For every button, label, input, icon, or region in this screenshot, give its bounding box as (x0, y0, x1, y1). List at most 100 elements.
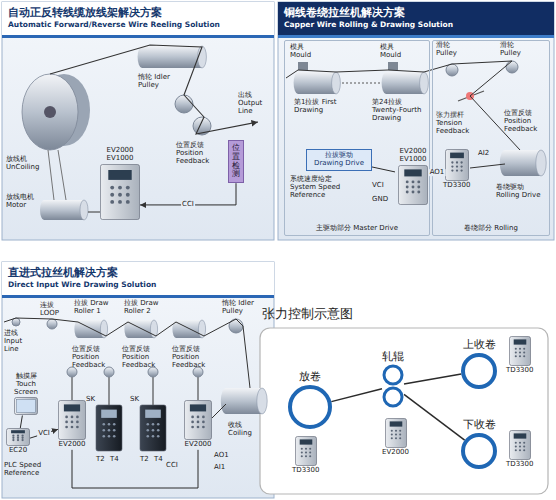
cylinder-end (74, 320, 81, 338)
solution-panel: 自动正反转线缆放线架解决方案Automatic Forward/Reverse … (2, 2, 274, 240)
part-label: 滑轮 Pulley (436, 42, 466, 58)
drive-key (523, 445, 525, 447)
drive-display (450, 153, 464, 159)
drive-key (406, 185, 409, 188)
drive-key (108, 423, 111, 426)
drive-housing (385, 419, 406, 448)
drive-key (519, 449, 521, 451)
drive-housing (295, 437, 316, 466)
drive-housing (15, 398, 38, 415)
drive-unit: EV2000 (382, 418, 409, 458)
drive-key (460, 161, 462, 163)
drive-key (309, 451, 311, 453)
drive-key (514, 351, 516, 353)
part-label: 模具 Mould (380, 44, 408, 60)
part-label: 进线 Input Line (4, 330, 32, 353)
cylinder-end (294, 72, 303, 94)
drive-unit: TD3300 (506, 430, 533, 470)
drive-key (202, 416, 205, 419)
drive-key (519, 355, 521, 357)
node-text: EV2000 (58, 441, 85, 449)
node-text: 上收卷 (463, 338, 496, 352)
drive-key (152, 423, 155, 426)
drive-key (523, 355, 525, 357)
panel-ground (2, 262, 274, 498)
drive-key (514, 445, 516, 447)
drive-key (523, 351, 525, 353)
drive-housing (399, 165, 428, 204)
node-text: EV2000 (382, 449, 409, 457)
drive-key (147, 423, 150, 426)
drive-key (21, 437, 23, 439)
node-text: 触摸屏 Touch Screen (6, 373, 46, 396)
drive-housing (96, 405, 122, 451)
drive-key (17, 434, 19, 436)
part-label: CCI (166, 462, 178, 470)
motor (104, 367, 114, 377)
tension-arm (458, 91, 484, 101)
node-text: 下收卷 (463, 418, 496, 432)
mould (388, 62, 398, 70)
part-label: 位置反馈 Position Feedback (172, 346, 218, 369)
drive-key (399, 430, 401, 432)
part-label: 位置反馈 Position Feedback (122, 346, 168, 369)
drive-key (152, 429, 155, 432)
connector (404, 394, 465, 440)
drive-key (65, 416, 68, 419)
dancer-pulley (175, 95, 193, 113)
drive-key (103, 423, 106, 426)
drive-key (519, 351, 521, 353)
roller (384, 366, 402, 384)
drive-icon (58, 400, 86, 440)
drive-key (110, 185, 114, 189)
drive-icon (509, 336, 531, 366)
drive-key (300, 451, 302, 453)
drive-unit: 触摸屏 Touch Screen (6, 372, 46, 415)
drive-key (108, 429, 111, 432)
drive-key (110, 192, 114, 196)
drive-key (191, 421, 194, 424)
drive-key (519, 442, 521, 444)
drive-key (519, 445, 521, 447)
drive-key (399, 437, 401, 439)
drive-key (390, 430, 392, 432)
drive-key (417, 185, 420, 188)
connector (20, 415, 22, 428)
section-region: 卷绕部分 RollingTD3300 (432, 40, 550, 236)
part-label: AI2 (478, 150, 489, 158)
spool-hub (44, 106, 56, 118)
drive-key (17, 439, 19, 441)
drive-key (390, 437, 392, 439)
cylinder-end (124, 320, 131, 338)
drive-housing (59, 401, 86, 440)
drive-key (300, 448, 302, 450)
drive-key (12, 439, 14, 441)
node-text: EV2000 (184, 441, 211, 449)
cylinder-face (536, 150, 546, 176)
process-box: 拉拔驱动 Drawing Drive (306, 149, 372, 171)
node-text: 直进式拉丝机解决方案 (8, 266, 268, 280)
section-region: 主驱动部分 Master Drive拉拔驱动 Drawing DriveEV20… (284, 40, 430, 236)
drive-key (103, 429, 106, 432)
node-text: 主驱动部分 Master Drive (285, 225, 429, 233)
part-label: 张力摆杆 Tension Feedback (436, 112, 480, 135)
drive-housing (185, 401, 212, 440)
part-label: 位置反馈 Position Feedback (72, 346, 118, 369)
signal-label: VCI (37, 430, 51, 438)
drive-unit: TD3300 (292, 436, 319, 476)
drive-display (64, 404, 80, 411)
drive-key (456, 169, 458, 171)
solution-panel: 直进式拉丝机解决方案Direct Input Wire Drawing Solu… (2, 262, 274, 498)
drive-key (394, 430, 396, 432)
drive-housing (509, 431, 530, 460)
cylinder-body (386, 72, 424, 94)
drive-key (76, 426, 79, 429)
drive-unit: TD3300 (443, 149, 470, 191)
drive-key (21, 434, 23, 436)
drive-key (514, 442, 516, 444)
drive-key (21, 439, 23, 441)
part-label: T2 (140, 456, 149, 464)
connector (30, 429, 58, 438)
drive-key (390, 433, 392, 435)
drive-housing (445, 150, 468, 181)
